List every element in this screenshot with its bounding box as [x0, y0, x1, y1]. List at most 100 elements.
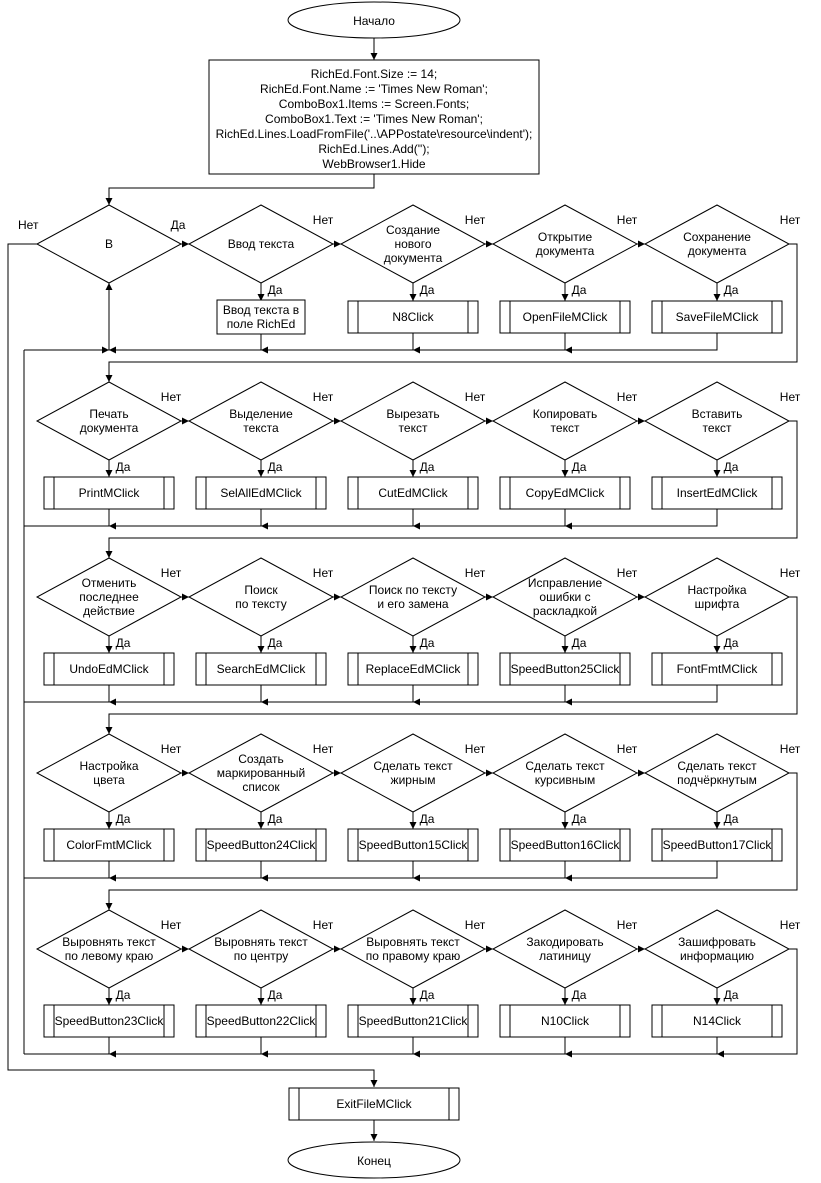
decision-diamond: [643, 381, 791, 461]
yes-label: Да: [420, 636, 435, 650]
yes-label: Да: [171, 218, 186, 232]
decision-diamond: [643, 204, 791, 284]
subroutine-box: [347, 476, 479, 510]
decision-label: документа: [384, 251, 443, 265]
connector-line: [565, 509, 718, 530]
decision-diamond: [643, 557, 791, 637]
no-label: Нет: [617, 566, 638, 580]
init-line-text: ComboBox1.Items := Screen.Fonts;: [279, 97, 469, 111]
decision-label: текст: [703, 421, 732, 435]
decision-label: документа: [80, 421, 139, 435]
connector-line: [105, 243, 798, 382]
decision-label: Выровнять текст: [366, 935, 460, 949]
subroutine-box: [347, 652, 479, 686]
decision-diamond: [339, 909, 487, 989]
decision-label: и его замена: [377, 597, 449, 611]
connector-line: [105, 174, 375, 205]
decision-label: Закодировать: [526, 935, 603, 949]
no-label: Нет: [313, 918, 334, 932]
no-label: Нет: [780, 566, 801, 580]
yes-label: Да: [572, 283, 587, 297]
yes-label: Да: [268, 460, 283, 474]
decision-label: раскладкой: [533, 604, 597, 618]
yes-label: Да: [724, 812, 739, 826]
no-label: Нет: [465, 213, 486, 227]
action-label: SpeedButton25Click: [511, 662, 621, 676]
decision-diamond: [339, 733, 487, 813]
action-label: поле RichEd: [227, 317, 296, 331]
yes-label: Да: [116, 460, 131, 474]
decision-label: Вставить: [692, 407, 743, 421]
decision-label: Поиск по тексту: [369, 583, 457, 597]
subroutine-box: [43, 828, 175, 862]
action-label: SaveFileMClick: [676, 310, 760, 324]
decision-label: список: [242, 780, 280, 794]
connector-line: [261, 861, 414, 882]
no-label: Нет: [465, 390, 486, 404]
connector-line: [109, 861, 262, 882]
decision-diamond: [35, 557, 183, 637]
decision-label: подчёркнутым: [677, 773, 757, 787]
connector-line: [109, 685, 262, 706]
no-label: Нет: [465, 918, 486, 932]
connector-line: [413, 509, 566, 530]
connector-line: [109, 1037, 262, 1058]
decision-label: В: [105, 237, 113, 251]
end-label: Конец: [357, 1154, 391, 1168]
no-label: Нет: [465, 742, 486, 756]
decision-label: Настройка: [687, 583, 746, 597]
decision-label: текст: [399, 421, 428, 435]
subroutine-box: [43, 652, 175, 686]
decision-diamond: [187, 909, 335, 989]
connector-line: [261, 685, 414, 706]
subroutine-box: [347, 1004, 479, 1038]
subroutine-box: [499, 476, 631, 510]
decision-label: Открытие: [538, 230, 593, 244]
decision-label: документа: [536, 244, 595, 258]
yes-label: Да: [572, 460, 587, 474]
subroutine-box: [651, 828, 783, 862]
decision-diamond: [339, 204, 487, 284]
init-line-text: RichEd.Lines.LoadFromFile('..\APPostate\…: [216, 127, 533, 141]
action-label: N10Click: [541, 1014, 590, 1028]
init-line-text: ComboBox1.Text := 'Times New Roman';: [265, 112, 483, 126]
no-label: Нет: [18, 218, 39, 232]
decision-diamond: [491, 204, 639, 284]
action-label: SpeedButton16Click: [511, 838, 621, 852]
subroutine-box: [499, 828, 631, 862]
subroutine-box: [347, 828, 479, 862]
connector-line: [413, 861, 566, 882]
action-label: N8Click: [392, 310, 434, 324]
action-label: SpeedButton24Click: [207, 838, 317, 852]
yes-label: Да: [420, 283, 435, 297]
decision-label: Настройка: [79, 759, 138, 773]
subroutine-box: [499, 300, 631, 334]
connector-line: [413, 1037, 566, 1058]
action-label: ReplaceEdMClick: [366, 662, 462, 676]
decision-label: Копировать: [533, 407, 598, 421]
no-label: Нет: [161, 390, 182, 404]
decision-diamond: [35, 381, 183, 461]
exit-label: ExitFileMClick: [336, 1097, 412, 1111]
subroutine-box: [651, 300, 783, 334]
start-label: Начало: [353, 14, 395, 28]
yes-label: Да: [116, 812, 131, 826]
connector-line: [261, 1037, 414, 1058]
init-process-box: [208, 59, 540, 175]
no-label: Нет: [617, 390, 638, 404]
decision-diamond: [491, 557, 639, 637]
yes-label: Да: [116, 988, 131, 1002]
subroutine-box: [651, 652, 783, 686]
connector-line: [105, 596, 798, 734]
no-label: Нет: [617, 213, 638, 227]
start-terminal: [287, 1, 461, 39]
yes-label: Да: [724, 988, 739, 1002]
action-label: CutEdMClick: [378, 486, 448, 500]
yes-label: Да: [268, 812, 283, 826]
decision-select-action: [35, 204, 183, 284]
no-label: Нет: [617, 742, 638, 756]
no-label: Нет: [313, 213, 334, 227]
connector-line: [565, 861, 718, 882]
decision-label: латиницу: [539, 949, 591, 963]
decision-label: Выровнять текст: [214, 935, 308, 949]
